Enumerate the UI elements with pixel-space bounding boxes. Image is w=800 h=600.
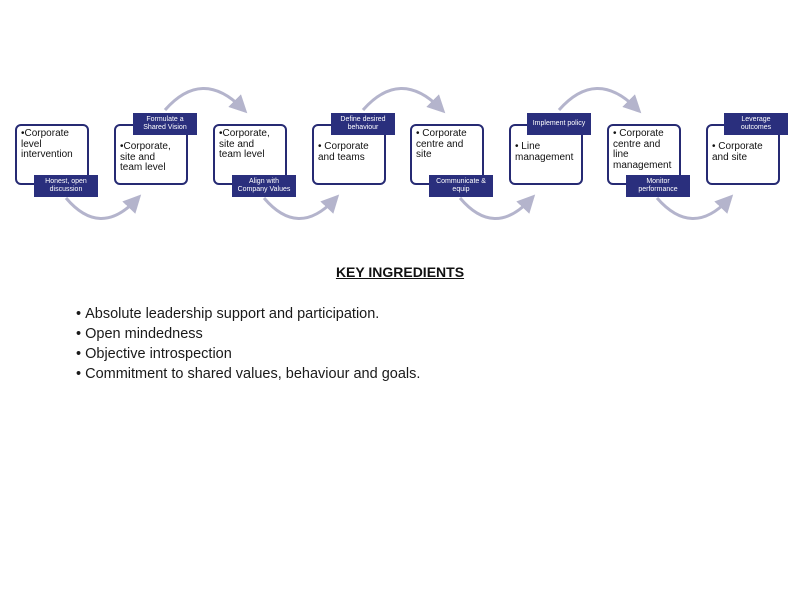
step-text: • Corporate and teams [318,141,369,163]
step-label-1: Honest, open discussion [34,175,98,197]
step-label-2: Formulate a Shared Vision [133,113,197,135]
connector-arrow [655,194,734,220]
list-item: Commitment to shared values, behaviour a… [76,364,420,384]
connector-arrow [163,87,248,114]
list-item: Absolute leadership support and particip… [76,304,420,324]
step-label-7: Monitor performance [626,175,690,197]
step-label-6: Implement policy [527,113,591,135]
step-box-5: • Corporate centre and site [410,124,484,185]
step-text: • Corporate centre and line management [613,128,672,171]
step-text: •Corporate, site and team level [219,128,270,160]
list-item: Objective introspection [76,344,420,364]
connector-arrow [458,194,536,220]
connector-arrow [64,194,142,220]
step-label-5: Communicate & equip [429,175,493,197]
step-text: • Corporate and site [712,141,763,163]
connector-arrow [557,87,642,114]
list-item: Open mindedness [76,324,420,344]
step-text: •Corporate, site and team level [120,141,171,173]
step-text: •Corporate level intervention [21,128,73,160]
step-box-1: •Corporate level intervention [15,124,89,185]
step-box-7: • Corporate centre and line management [607,124,681,185]
key-ingredients-list: Absolute leadership support and particip… [76,304,420,384]
step-label-8: Leverage outcomes [724,113,788,135]
key-ingredients-title: KEY INGREDIENTS [335,264,465,280]
step-text: • Line management [515,141,574,163]
step-label-3: Align with Company Values [232,175,296,197]
step-label-4: Define desired behaviour [331,113,395,135]
step-box-3: •Corporate, site and team level [213,124,287,185]
step-text: • Corporate centre and site [416,128,467,160]
connector-arrow [361,87,446,114]
connector-arrow [262,194,340,220]
